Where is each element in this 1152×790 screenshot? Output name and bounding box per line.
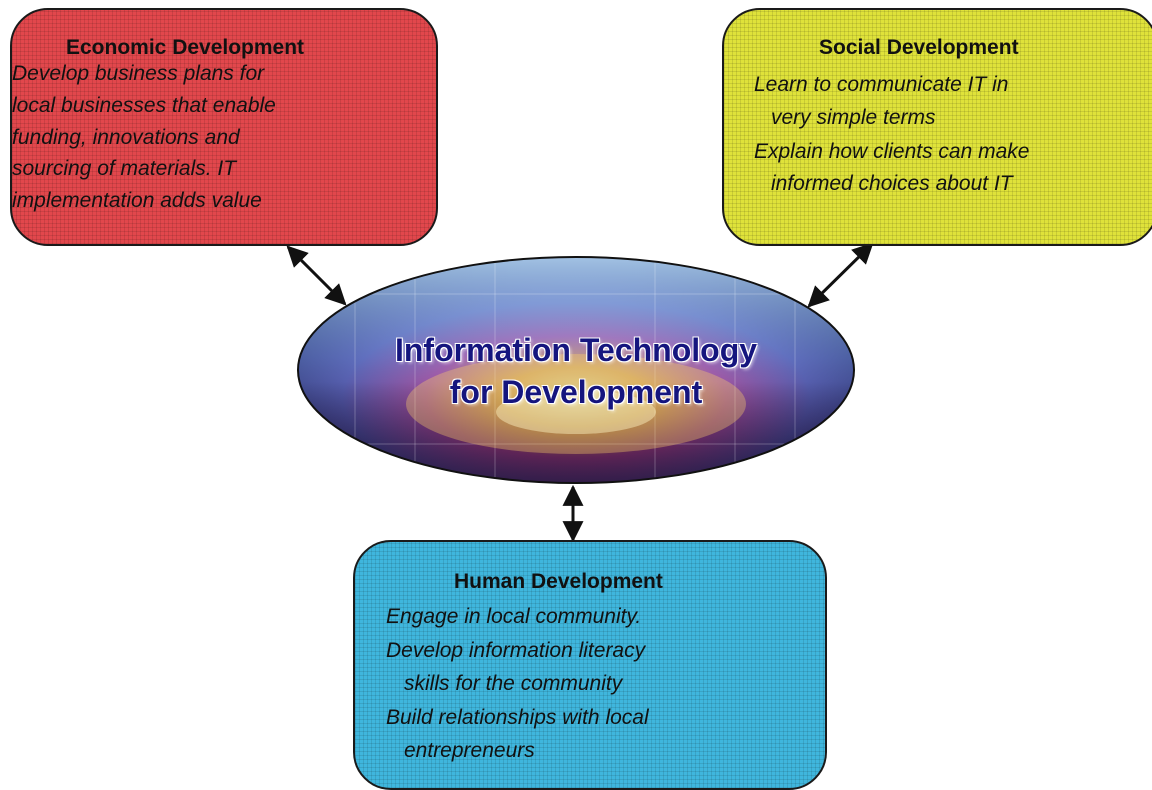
center-title-line-2: for Development (449, 374, 703, 410)
social-development-box: Social Development Learn to communicate … (722, 8, 1152, 246)
ellipse-graphic (297, 256, 855, 484)
social-line-3: Explain how clients can make (754, 140, 1030, 163)
human-line-2: Develop information literacy (386, 639, 646, 662)
economic-line-3: funding, innovations and (12, 126, 240, 149)
economic-title: Economic Development (66, 36, 305, 59)
human-line-1: Engage in local community. (386, 605, 642, 628)
economic-line-1: Develop business plans for (12, 62, 265, 85)
economic-line-4: sourcing of materials. IT (12, 157, 237, 180)
social-line-2: very simple terms (771, 106, 936, 129)
social-line-1: Learn to communicate IT in (754, 73, 1009, 96)
information-technology-ellipse: Information Technology for Development (295, 254, 857, 486)
human-title: Human Development (454, 570, 663, 593)
human-development-box: Human Development Engage in local commun… (353, 540, 827, 790)
human-line-4: Build relationships with local (386, 706, 649, 729)
human-line-3: skills for the community (404, 672, 623, 695)
center-title-line-1: Information Technology (394, 332, 758, 368)
economic-line-5: implementation adds value (12, 189, 262, 212)
social-title: Social Development (819, 36, 1019, 59)
economic-development-box: Economic Development Develop business pl… (10, 8, 438, 246)
social-line-4: informed choices about IT (771, 172, 1013, 195)
human-line-5: entrepreneurs (404, 739, 535, 762)
economic-line-2: local businesses that enable (12, 94, 276, 117)
